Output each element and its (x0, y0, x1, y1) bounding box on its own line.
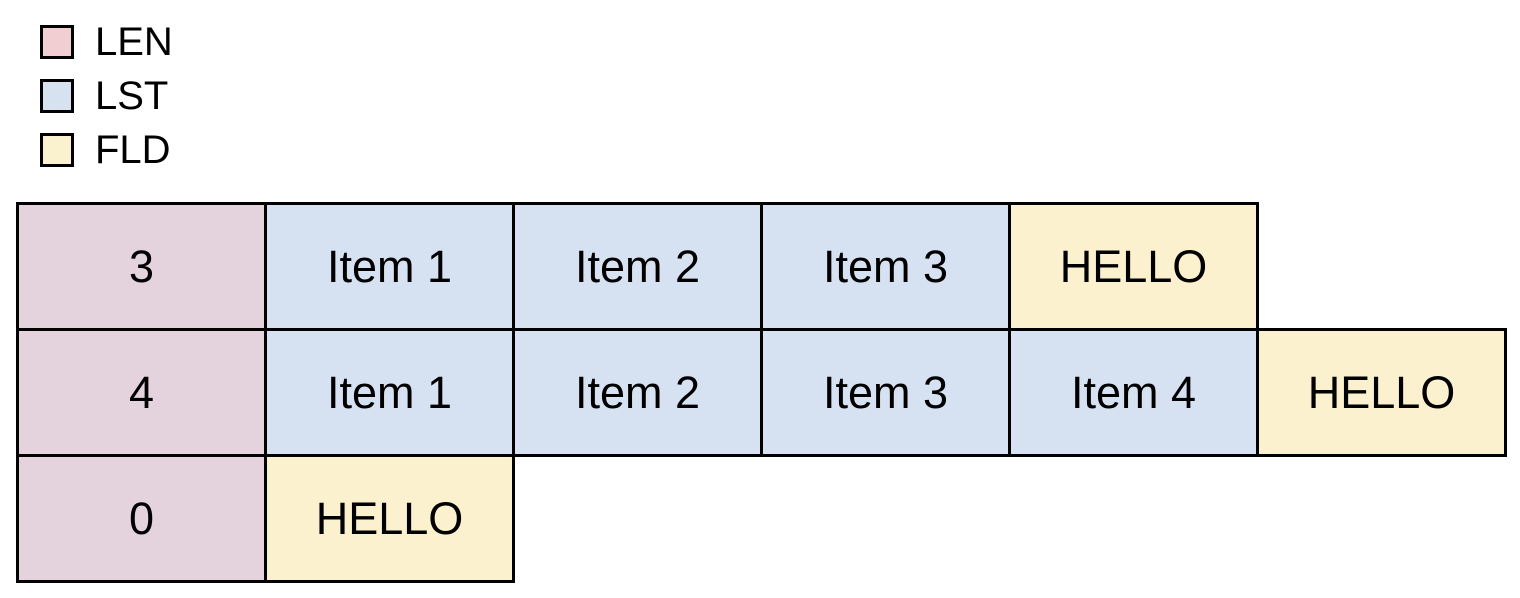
cell-len: 3 (16, 202, 267, 331)
legend-item-len: LEN (40, 20, 173, 64)
cell-fld: HELLO (264, 454, 515, 583)
fld-swatch-icon (40, 133, 74, 167)
lst-swatch-icon (40, 79, 74, 113)
len-swatch-icon (40, 25, 74, 59)
legend-label-lst: LST (95, 74, 169, 118)
legend-item-fld: FLD (40, 128, 173, 172)
cell-lst: Item 4 (1008, 328, 1259, 457)
cell-len: 0 (16, 454, 267, 583)
cell-lst: Item 2 (512, 328, 763, 457)
cell-len: 4 (16, 328, 267, 457)
cell-fld: HELLO (1008, 202, 1259, 331)
cell-lst: Item 2 (512, 202, 763, 331)
legend-item-lst: LST (40, 74, 173, 118)
cell-lst: Item 1 (264, 328, 515, 457)
cell-fld: HELLO (1256, 328, 1507, 457)
legend-label-len: LEN (95, 20, 173, 64)
cell-lst: Item 1 (264, 202, 515, 331)
legend: LEN LST FLD (40, 20, 173, 172)
cell-lst: Item 3 (760, 202, 1011, 331)
legend-label-fld: FLD (95, 128, 171, 172)
cell-lst: Item 3 (760, 328, 1011, 457)
